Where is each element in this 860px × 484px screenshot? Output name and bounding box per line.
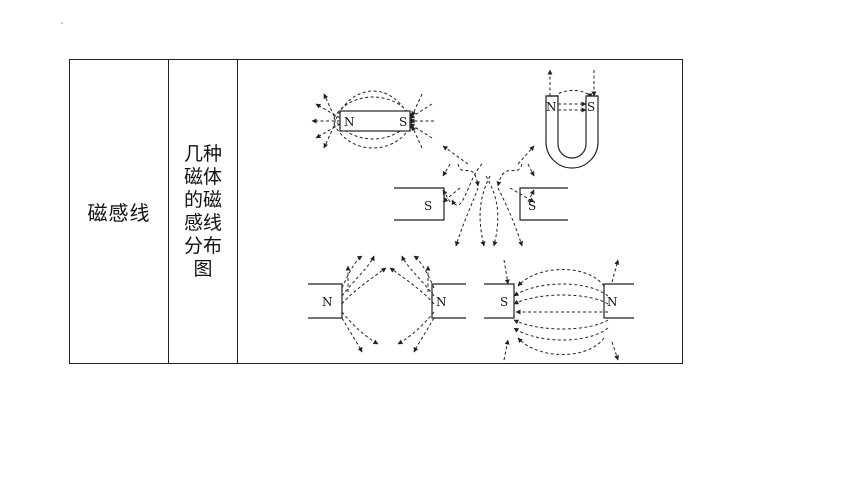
u-magnet [545, 95, 599, 169]
row-label: 磁感线 [87, 201, 151, 225]
n-magnet-unlike [603, 283, 634, 319]
bar-magnet-right-pole: S [399, 115, 407, 129]
unlike-right-pole: N [607, 295, 618, 309]
magnetic-field-table: 磁感线 几种磁体的磁感线分布图 [69, 59, 683, 364]
s-magnet-unlike [484, 283, 515, 319]
like-n-right-pole: N [436, 295, 447, 309]
row-description: 几种磁体的磁感线分布图 [183, 142, 222, 280]
like-n-left-pole: N [322, 295, 333, 309]
corner-dot [61, 22, 63, 24]
like-s-right-pole: S [528, 199, 536, 213]
n-magnet-right [431, 283, 466, 319]
u-magnet-right-pole: S [587, 100, 595, 114]
bar-magnet-left-pole: N [344, 115, 355, 129]
field-line-diagrams: N S N S S S N N S N [308, 69, 634, 361]
like-poles-n-field-lines [341, 255, 435, 353]
row-description-cell: 几种磁体的磁感线分布图 [169, 60, 238, 363]
s-magnet-right [519, 187, 568, 221]
unlike-poles-field-lines [503, 259, 620, 361]
n-magnet-left [308, 283, 343, 319]
diagram-cell: N S N S S S N N S N [238, 60, 682, 363]
like-s-left-pole: S [424, 199, 432, 213]
row-label-cell: 磁感线 [70, 60, 169, 363]
u-magnet-left-pole: N [546, 100, 557, 114]
unlike-left-pole: S [500, 295, 508, 309]
bar-magnet [339, 110, 411, 132]
s-magnet-left [394, 187, 445, 221]
